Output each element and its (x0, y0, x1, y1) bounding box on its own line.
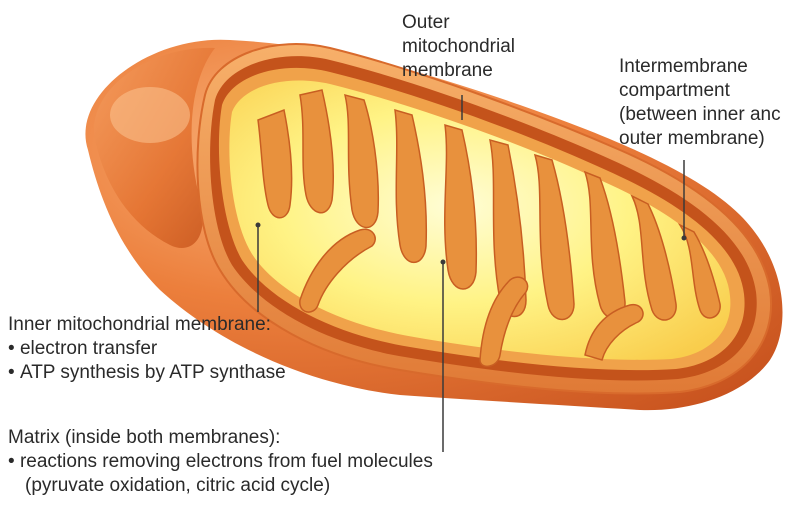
inner-membrane-title: Inner mitochondrial membrane: (8, 314, 271, 335)
inner-membrane-bullet-2: ATP synthesis by ATP synthase (8, 361, 286, 385)
outer-membrane-label: Outer mitochondrial membrane (402, 11, 515, 83)
matrix-bullet-continuation: (pyruvate oxidation, citric acid cycle) (25, 475, 331, 496)
outer-membrane-label-line-3: membrane (402, 60, 493, 81)
inner-membrane-label: Inner mitochondrial membrane: electron t… (8, 313, 286, 385)
intermembrane-label: Intermembrane compartment (between inner… (619, 55, 781, 151)
inner-membrane-bullet-1: electron transfer (8, 337, 286, 361)
cristae (257, 89, 721, 367)
intermembrane-label-line-2: compartment (619, 80, 730, 101)
intermembrane-label-line-3: (between inner anc (619, 104, 781, 125)
intermembrane-label-line-4: outer membrane) (619, 128, 765, 149)
matrix-bullet-1: reactions removing electrons from fuel m… (8, 450, 433, 474)
matrix-title: Matrix (inside both membranes): (8, 427, 281, 448)
matrix-label: Matrix (inside both membranes): reaction… (8, 426, 433, 498)
outer-membrane-label-line-2: mitochondrial (402, 36, 515, 57)
intermembrane-label-line-1: Intermembrane (619, 56, 748, 77)
leader-lines (255, 95, 687, 452)
outer-membrane-label-line-1: Outer (402, 12, 450, 33)
